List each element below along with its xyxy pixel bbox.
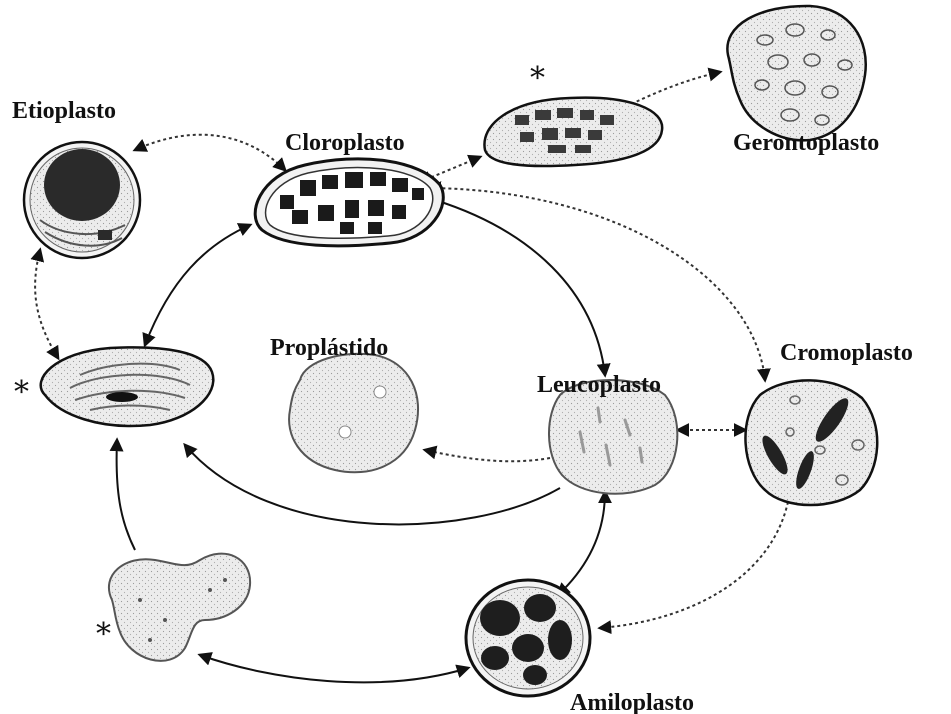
arrow-proplastid-to-cloroplasto	[145, 225, 250, 345]
intermediate-plastid-organelle	[484, 98, 662, 166]
label-amiloplasto: Amiloplasto	[570, 690, 694, 714]
amoeboid-plastid-organelle	[109, 554, 250, 661]
label-cromoplasto: Cromoplasto	[780, 340, 913, 366]
amiloplasto-organelle	[466, 580, 590, 696]
gerontoplasto-organelle	[727, 6, 865, 140]
dotted-etioplasto-cloroplasto	[135, 135, 285, 170]
arrow-amiloplasto-amoeboid	[200, 655, 468, 682]
asterisk-intermediate: *	[530, 61, 545, 96]
dotted-leucoplasto-proplastido	[425, 450, 550, 461]
label-etioplasto: Etioplasto	[12, 98, 116, 124]
cloroplasto-organelle	[255, 159, 443, 246]
asterisk-proplastid-left: *	[14, 375, 29, 410]
proplastid-left-organelle	[41, 347, 214, 426]
asterisk-amoeboid: *	[96, 617, 111, 652]
label-gerontoplasto: Gerontoplasto	[733, 130, 879, 156]
arrow-leucoplasto-amiloplasto	[558, 492, 605, 595]
arrow-amoeboid-to-proplastid	[117, 440, 135, 550]
dotted-cromoplasto-amiloplasto	[600, 490, 790, 628]
etioplasto-organelle	[24, 142, 140, 258]
label-cloroplasto: Cloroplasto	[285, 130, 405, 156]
label-leucoplasto: Leucoplasto	[537, 372, 661, 398]
dotted-etioplasto-proplastid	[35, 250, 58, 358]
cromoplasto-organelle	[745, 380, 877, 505]
arrow-cloroplasto-to-leucoplasto	[435, 200, 605, 375]
label-proplastido: Proplástido	[270, 335, 388, 361]
proplastido-organelle	[289, 354, 418, 473]
